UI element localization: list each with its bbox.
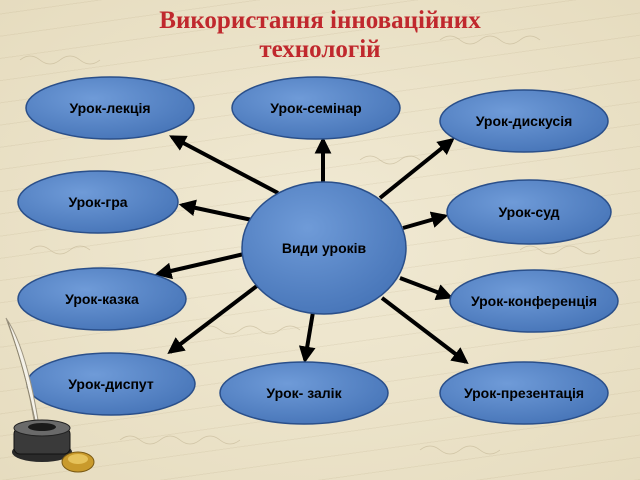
arrow-to-discussion: [378, 137, 455, 200]
node-conference-label: Урок-конференція: [471, 293, 597, 309]
node-game-label: Урок-гра: [68, 194, 127, 210]
arrow-to-lecture: [169, 135, 279, 195]
node-fairytale-label: Урок-казка: [65, 291, 139, 307]
node-game: Урок-гра: [17, 170, 179, 234]
arrows-group: [154, 135, 469, 365]
node-debate: Урок-диспут: [26, 352, 196, 416]
quill-inkwell-icon: [5, 317, 95, 473]
node-test: Урок- залік: [219, 361, 389, 425]
arrow-to-conference: [399, 276, 454, 301]
node-debate-label: Урок-диспут: [68, 376, 154, 392]
node-lecture-label: Урок-лекція: [69, 100, 150, 116]
node-discussion: Урок-дискусія: [439, 89, 609, 153]
node-court: Урок-суд: [446, 179, 612, 245]
node-test-label: Урок- залік: [266, 385, 342, 401]
arrow-to-fairytale: [154, 252, 245, 280]
arrow-to-court: [402, 211, 449, 230]
arrow-to-game: [178, 199, 253, 222]
node-seminar: Урок-семінар: [231, 76, 401, 140]
node-discussion-label: Урок-дискусія: [476, 113, 573, 129]
node-presentation: Урок-презентація: [439, 361, 609, 425]
node-lecture: Урок-лекція: [25, 76, 195, 140]
node-seminar-label: Урок-семінар: [270, 100, 361, 116]
center-node-label: Види уроків: [282, 240, 367, 256]
node-fairytale: Урок-казка: [17, 267, 187, 331]
title-line-1: Використання інноваційних: [159, 7, 481, 34]
node-presentation-label: Урок-презентація: [464, 385, 584, 401]
node-conference: Урок-конференція: [449, 269, 619, 333]
page-title: Використання інноваційних технологій: [0, 6, 640, 64]
arrow-to-debate: [167, 280, 264, 355]
center-node: Види уроків: [241, 181, 407, 315]
arrow-to-test: [298, 311, 316, 364]
node-court-label: Урок-суд: [498, 204, 559, 220]
arrow-to-presentation: [380, 296, 469, 365]
title-line-2: технологій: [259, 36, 381, 63]
